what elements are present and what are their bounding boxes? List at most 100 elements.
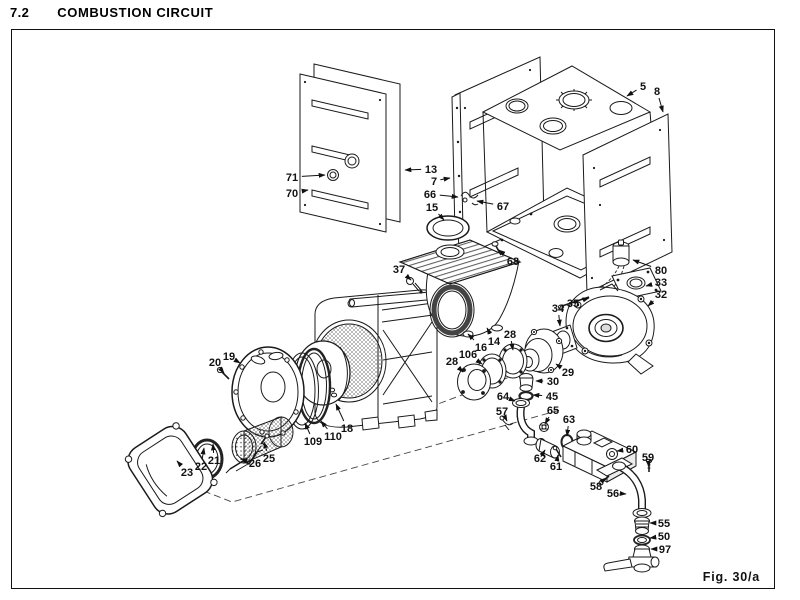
leader-line-15-6 [437, 213, 445, 221]
part-label-62-28: 62 [534, 453, 546, 465]
flange-28-left [457, 363, 491, 401]
figure-caption: Fig. 30/a [702, 570, 760, 584]
part-label-35-14: 35 [567, 298, 579, 310]
part-label-64-24: 64 [497, 391, 510, 403]
part-label-56-33: 56 [607, 488, 619, 500]
front-panel-70 [299, 73, 387, 233]
leader-line-65-26 [544, 416, 551, 425]
part-label-110-45: 110 [324, 431, 342, 443]
part-label-34-15: 34 [552, 303, 565, 315]
part-label-67-5: 67 [497, 201, 509, 213]
part-label-80-11: 80 [655, 265, 667, 277]
gasket-ring-15 [426, 215, 470, 241]
casing-top-panel-5 [481, 65, 652, 151]
leader-line-50-35 [649, 534, 657, 540]
sight-glass-hole [344, 153, 360, 169]
part-label-28-16: 28 [504, 329, 516, 341]
part-label-30-22: 30 [547, 376, 559, 388]
elbow-fitting-64 [512, 398, 539, 446]
part-label-5-0: 5 [640, 81, 646, 93]
leader-line-109-44 [304, 422, 311, 435]
part-label-25-43: 25 [263, 453, 275, 465]
fan-scroll-32 [565, 283, 655, 375]
leader-line-23-39 [176, 460, 184, 468]
part-label-60-30: 60 [626, 444, 638, 456]
leader-line-19-38 [233, 357, 241, 364]
leader-line-68-10 [498, 249, 506, 256]
nipple-55 [634, 516, 650, 535]
fitting-30 [519, 373, 534, 392]
leader-line-13-2 [404, 167, 422, 173]
part-label-45-23: 45 [546, 391, 558, 403]
part-label-16-18: 16 [475, 342, 487, 354]
nut-65 [539, 422, 549, 432]
part-label-70-8: 70 [286, 188, 298, 200]
leader-line-80-11 [632, 259, 652, 267]
leader-line-34-15 [556, 314, 562, 327]
leader-line-14-17 [486, 327, 493, 335]
leader-line-58-32 [599, 477, 607, 484]
leader-line-25-43 [263, 441, 269, 452]
part-label-14-17: 14 [488, 336, 501, 348]
part-label-68-10: 68 [507, 256, 519, 268]
leader-line-8-1 [658, 97, 664, 113]
part-label-33-12: 33 [655, 277, 667, 289]
part-label-59-31: 59 [642, 452, 654, 464]
part-label-20-37: 20 [209, 357, 221, 369]
part-label-32-13: 32 [655, 289, 667, 301]
insulation-panels [299, 63, 464, 235]
leader-line-45-23 [532, 392, 543, 398]
casing-assembly [454, 56, 673, 294]
part-label-8-1: 8 [654, 86, 660, 98]
screw-25 [260, 433, 270, 446]
part-label-50-35: 50 [658, 531, 670, 543]
leader-line-37-9 [404, 273, 412, 281]
leader-line-22-40 [200, 447, 206, 460]
part-label-13-2: 13 [425, 164, 437, 176]
leader-line-28-20 [456, 365, 464, 373]
casing-right-panel-8 [582, 113, 673, 294]
cock-handle [603, 558, 633, 572]
leader-line-63-27 [565, 425, 571, 437]
leader-line-7-3 [440, 176, 451, 182]
leader-line-29-21 [555, 363, 563, 370]
part-label-66-4: 66 [424, 189, 436, 201]
leader-line-64-24 [508, 396, 516, 402]
part-label-97-36: 97 [659, 544, 671, 556]
leader-line-20-37 [218, 366, 225, 374]
part-label-21-41: 21 [208, 455, 220, 467]
leader-line-26-42 [240, 458, 248, 464]
sight-glass-71 [327, 169, 339, 181]
leader-line-28-16 [509, 340, 515, 351]
part-label-26-42: 26 [249, 458, 261, 470]
part-label-55-34: 55 [658, 518, 670, 530]
part-label-61-29: 61 [550, 461, 562, 473]
part-label-65-26: 65 [547, 405, 559, 417]
part-label-63-27: 63 [563, 414, 575, 426]
capacitor-80 [597, 239, 630, 294]
fan-motor-29 [520, 328, 564, 374]
air-elbow-14 [398, 239, 522, 338]
part-label-109-44: 109 [304, 436, 322, 448]
page-title: COMBUSTION CIRCUIT [57, 5, 214, 20]
leader-line-67-5 [476, 199, 494, 205]
leader-line-33-12 [645, 281, 653, 287]
leader-line-5-0 [626, 89, 637, 97]
gas-cock-97 [603, 544, 660, 573]
part-label-106-19: 106 [459, 349, 477, 361]
air-intake-box-23 [124, 422, 218, 518]
leader-line-57-25 [501, 414, 508, 422]
mesh-cylinder-21 [231, 416, 294, 464]
part-label-18-46: 18 [341, 423, 353, 435]
part-label-28-20: 28 [446, 356, 458, 368]
leader-line-106-19 [475, 358, 483, 365]
part-label-7-3: 7 [431, 176, 437, 188]
leader-line-70-8 [301, 188, 309, 194]
leader-line-21-41 [210, 443, 216, 454]
leader-line-66-4 [439, 193, 459, 199]
part-label-29-21: 29 [562, 367, 574, 379]
leader-line-60-30 [616, 447, 624, 453]
part-label-15-6: 15 [426, 202, 438, 214]
